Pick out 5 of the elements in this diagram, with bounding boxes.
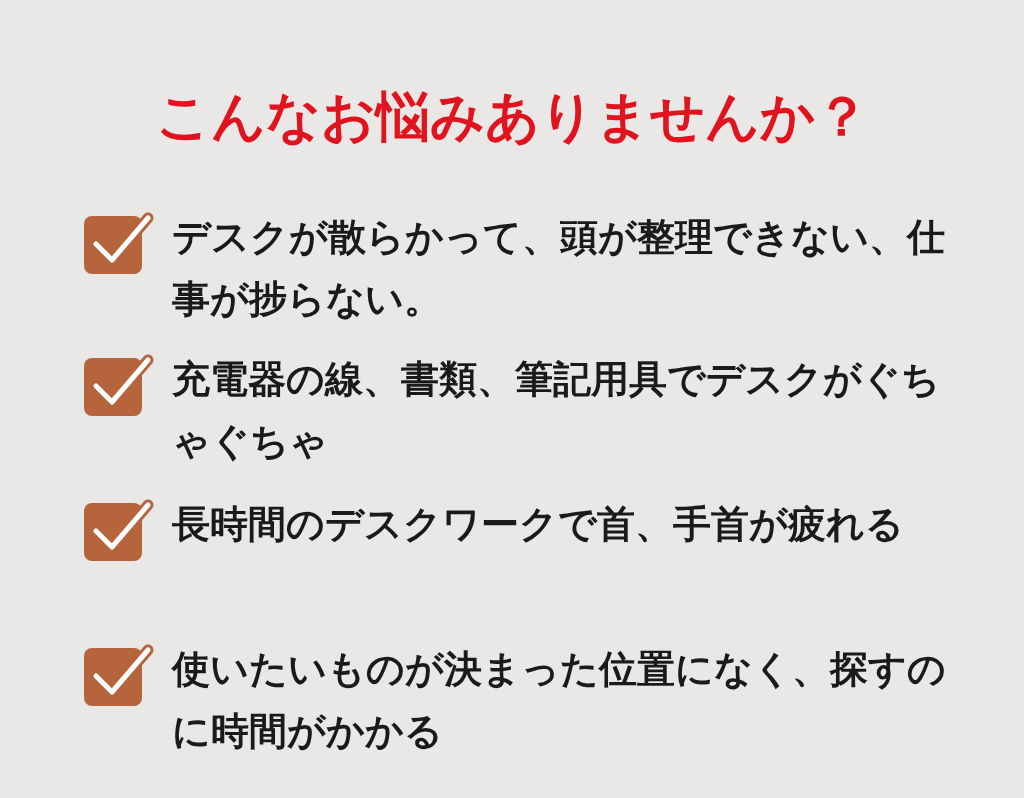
checklist-text: 長時間のデスクワークで首、手首が疲れる	[172, 501, 905, 548]
checklist-text: 使いたいものが決まった位置になく、探すのに時間がかかる	[172, 646, 947, 755]
checklist-text: デスクが散らかって、頭が整理できない、仕事が捗らない。	[172, 214, 946, 323]
heading: こんなお悩みありませんか？	[154, 84, 870, 150]
checklist-text: 充電器の線、書類、筆記用具でデスクがぐちゃぐちゃ	[172, 356, 941, 465]
